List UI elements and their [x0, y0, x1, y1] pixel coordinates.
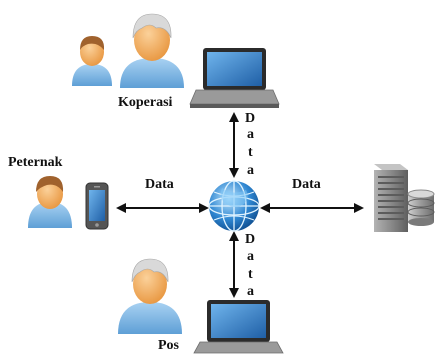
edge-label-bottom-letter: a: [247, 284, 254, 299]
user-group-icon: [72, 13, 184, 88]
server-icon: [374, 164, 408, 232]
edge-label-bottom-letter: D: [245, 232, 256, 247]
edge-label-top-letter: a: [247, 127, 254, 142]
edge-label-right: Data: [292, 177, 321, 192]
globe-icon: [208, 180, 260, 232]
laptop-icon: [189, 48, 280, 108]
smartphone-icon: [85, 182, 109, 230]
elderly-person-icon: [118, 258, 182, 334]
node-label-pos: Pos: [158, 338, 179, 353]
edge-label-top-letter: a: [247, 163, 254, 178]
edge-label-left: Data: [145, 177, 174, 192]
edge-label-top-letter: D: [245, 111, 256, 126]
edge-label-bottom-letter: a: [247, 249, 254, 264]
edge-label-bottom-letter: t: [248, 267, 253, 282]
node-label-koperasi: Koperasi: [118, 95, 173, 110]
edge-label-top-letter: t: [248, 145, 253, 160]
node-label-peternak: Peternak: [8, 155, 63, 170]
laptop-icon-bottom: [193, 300, 284, 354]
person-icon: [28, 176, 72, 228]
database-icon: [407, 189, 435, 226]
